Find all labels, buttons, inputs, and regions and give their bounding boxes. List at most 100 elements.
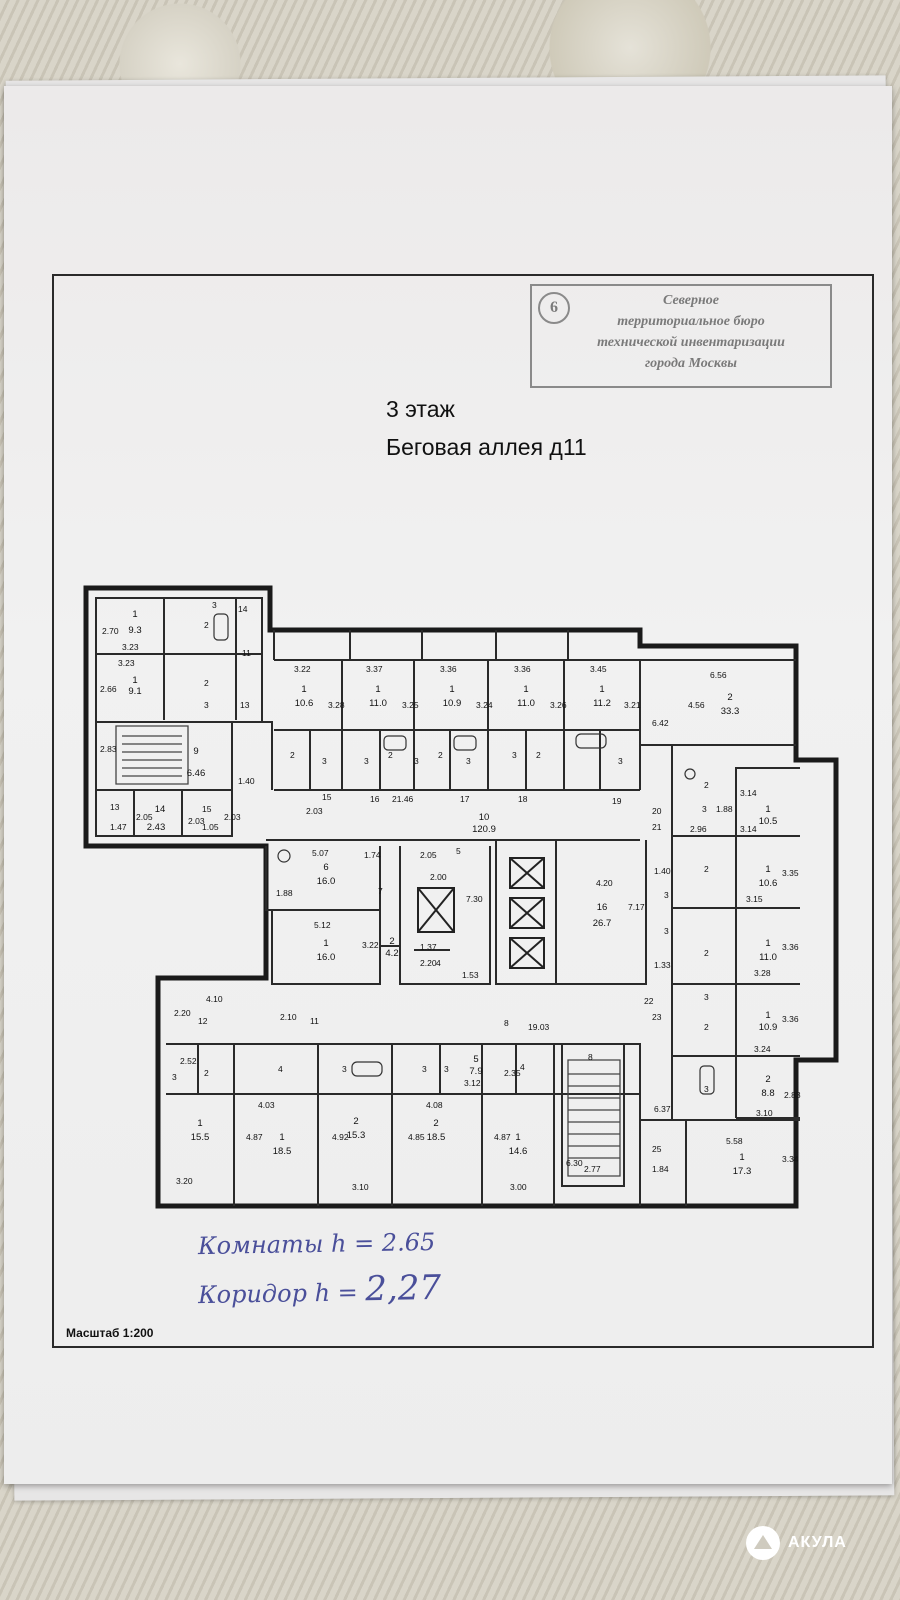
room-number: 1 (301, 684, 306, 695)
room-number: 3 (204, 700, 209, 710)
room-number: 17 (460, 794, 470, 804)
room-number: 23 (652, 1012, 662, 1022)
room-number: 1 (739, 1152, 744, 1163)
shark-logo-icon (746, 1526, 780, 1560)
dimension-label: 3.14 (740, 788, 757, 798)
room-area: 10.5 (759, 816, 778, 827)
room-number: 3 (702, 804, 707, 814)
corridor-height-label: Коридор h = (197, 1278, 366, 1310)
dimension-label: 6.30 (566, 1158, 583, 1168)
room-number: 1 (449, 684, 454, 695)
dimension-label: 3.34 (782, 1154, 799, 1164)
room-number: 2 (353, 1116, 358, 1127)
dimension-label: 3.28 (754, 968, 771, 978)
room-number: 1 (765, 1010, 770, 1021)
dimension-label: 3.36 (514, 664, 531, 674)
room-area: 10.6 (295, 698, 314, 709)
room-number: 3 (466, 756, 471, 766)
scale-label: Масштаб 1:200 (66, 1326, 154, 1340)
room-area: 120.9 (472, 824, 496, 835)
room-number: 5 (473, 1054, 478, 1065)
dimension-label: 2.77 (584, 1164, 601, 1174)
room-number: 4 (520, 1062, 525, 1072)
dimension-label: 4.56 (688, 700, 705, 710)
dimension-label: 3.24 (476, 700, 493, 710)
room-number: 14 (238, 604, 248, 614)
room-labels: 1 9.3 1 9.1 9 6.46 14 2.43 1 10.6 1 11.0… (128, 609, 777, 1177)
dimension-label: 3.12 (464, 1078, 481, 1088)
bath-fixtures (213, 613, 715, 1095)
watermark-logo: АКУЛА (746, 1526, 847, 1560)
dimension-label: 1.47 (110, 822, 127, 832)
handwritten-corridor-height: Коридор h = 2,27 (198, 1268, 442, 1312)
room-area: 18.5 (427, 1132, 446, 1143)
room-area: 2.43 (147, 822, 166, 833)
room-area: 10.6 (759, 878, 778, 889)
room-number: 13 (110, 802, 120, 812)
dimension-label: 2.83 (100, 744, 117, 754)
room-number: 3 (422, 1064, 427, 1074)
room-number: 2 (438, 750, 443, 760)
dimension-label: 6.37 (654, 1104, 671, 1114)
room-area: 16.0 (317, 952, 336, 963)
dimension-label: 4.87 (494, 1132, 511, 1142)
stamp-line: территориальное бюро (617, 314, 765, 329)
room-number: 18 (518, 794, 528, 804)
bti-stamp: 6 Северное территориальное бюро техничес… (530, 284, 832, 388)
room-number: 1 (132, 609, 137, 620)
room-number: 2 (704, 1022, 709, 1032)
dimension-label: 3.15 (746, 894, 763, 904)
dimension-label: 4.10 (206, 994, 223, 1004)
floor-title: 3 этаж (386, 396, 455, 422)
dimension-label: 1.33 (654, 960, 671, 970)
room-number: 2 (433, 1118, 438, 1129)
dimension-label: 3.22 (362, 940, 379, 950)
paper-sheet (4, 86, 892, 1484)
dimension-label: 2.70 (102, 626, 119, 636)
room-number: 2 (388, 750, 393, 760)
room-number: 2 (704, 864, 709, 874)
room-number: 2 (727, 692, 732, 703)
stamp-number: 6 (538, 292, 570, 324)
room-number: 15 (202, 804, 212, 814)
dimension-label: 1.88 (716, 804, 733, 814)
room-area: 33.3 (721, 706, 740, 717)
dimension-label: 4.03 (258, 1100, 275, 1110)
room-number: 1 (515, 1132, 520, 1143)
dimension-label: 3.14 (740, 824, 757, 834)
dimension-label: 3.22 (294, 664, 311, 674)
dimension-label: 1.88 (276, 888, 293, 898)
room-area: 26.7 (593, 918, 612, 929)
dimension-label: 21.46 (392, 794, 414, 804)
dimension-label: 4.20 (596, 878, 613, 888)
room-number: 1 (765, 804, 770, 815)
room-number: 2 (765, 1074, 770, 1085)
room-number: 14 (155, 804, 166, 815)
dimension-label: 2.03 (306, 806, 323, 816)
dimension-label: 3.26 (550, 700, 567, 710)
dimension-label: 6.56 (710, 670, 727, 680)
room-area: 18.5 (273, 1146, 292, 1157)
room-number: 15 (322, 792, 332, 802)
dimension-label: 6.42 (652, 718, 669, 728)
dimension-label: 5.58 (726, 1136, 743, 1146)
dimension-label: 2.05 (420, 850, 437, 860)
dimension-label: 5.12 (314, 920, 331, 930)
dimension-label: 2.05 (136, 812, 153, 822)
room-number: 3 (704, 1084, 709, 1094)
room-area: 16.0 (317, 876, 336, 887)
room-number: 8 (504, 1018, 509, 1028)
dimension-label: 7.30 (466, 894, 483, 904)
room-number: 3 (322, 756, 327, 766)
room-number: 3 (212, 600, 217, 610)
dimension-label: 1.37 (420, 942, 437, 952)
room-number: 2 (204, 620, 209, 630)
room-number: 3 (512, 750, 517, 760)
dimension-label: 2.96 (690, 824, 707, 834)
dimension-label: 2.66 (100, 684, 117, 694)
dimension-label: 3.23 (122, 642, 139, 652)
dimension-label: 2.35 (504, 1068, 521, 1078)
room-number: 2 (204, 1068, 209, 1078)
room-number: 2 (290, 750, 295, 760)
